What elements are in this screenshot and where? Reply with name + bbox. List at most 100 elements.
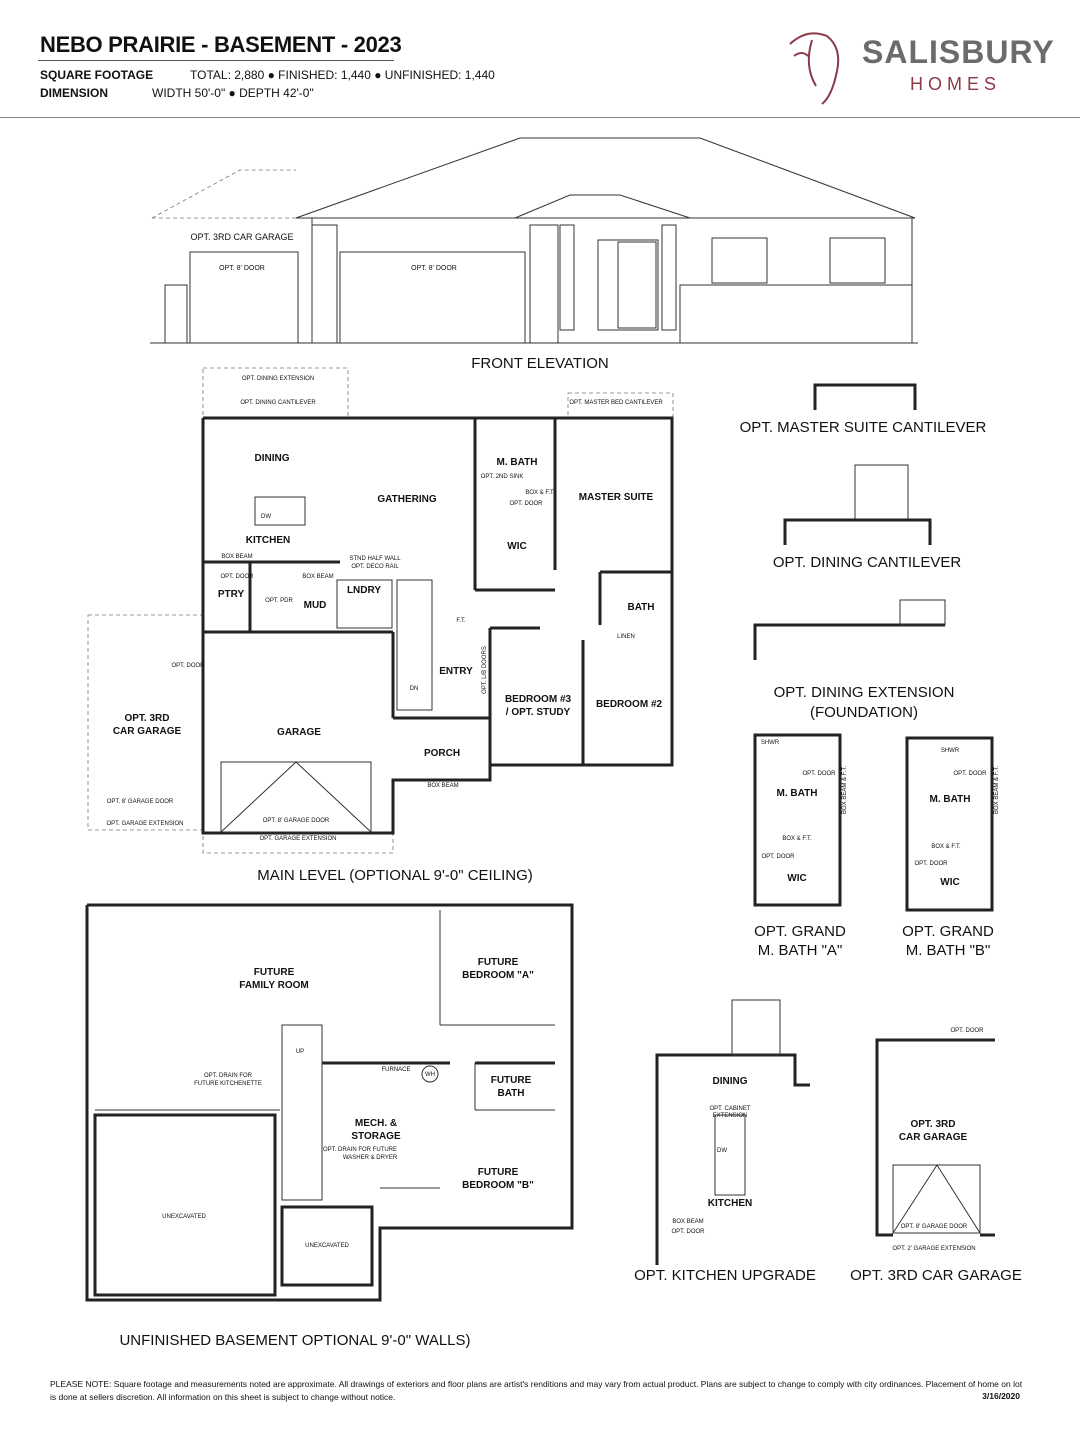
caption-third-car: OPT. 3RD CAR GARAGE — [850, 1267, 1022, 1284]
room-unexcavated: UNEXCAVATED — [305, 1243, 349, 1249]
note-box-beam: BOX BEAM — [221, 554, 252, 560]
room-bath: BATH — [627, 602, 654, 613]
note-dn: DN — [410, 686, 419, 692]
caption-grand-a-sub: M. BATH "A" — [758, 942, 843, 959]
room-mech: MECH. & — [355, 1118, 397, 1129]
note-shwr: SHWR — [761, 740, 780, 746]
note-washer-dryer: WASHER & DRYER — [343, 1155, 398, 1161]
room-bedroom-a: BEDROOM "A" — [462, 970, 534, 981]
note-box-beam: BOX BEAM — [302, 574, 333, 580]
basement-caption: UNFINISHED BASEMENT OPTIONAL 9'-0" WALLS… — [119, 1332, 470, 1349]
room-wic-b: WIC — [940, 877, 959, 888]
room-bath: BATH — [497, 1088, 524, 1099]
elev-third-car-label: OPT. 3RD CAR GARAGE — [190, 232, 293, 242]
salisbury-homes-logo: SALISBURY HOMES — [782, 26, 1062, 106]
logo-name: SALISBURY — [862, 34, 1055, 70]
room-future-bed-a: FUTURE — [478, 957, 519, 968]
note-dw: DW — [261, 514, 271, 520]
note-opt-door: OPT. DOOR — [950, 1028, 984, 1034]
disclaimer: PLEASE NOTE: Square footage and measurem… — [50, 1379, 1023, 1402]
note-opt-door: OPT. DOOR — [802, 771, 836, 777]
note-drain-kitchenette: FUTURE KITCHENETTE — [194, 1081, 262, 1087]
front-elevation: OPT. 3RD CAR GARAGE OPT. 8' DOOR OPT. 8'… — [150, 137, 918, 372]
note-box-beam: BOX BEAM & F.T. — [842, 766, 848, 814]
room-future-bath: FUTURE — [491, 1075, 532, 1086]
note-up: UP — [296, 1049, 304, 1055]
dimension-value: WIDTH 50'-0" ● DEPTH 42'-0" — [152, 86, 314, 100]
elev-door-label: OPT. 8' DOOR — [411, 265, 457, 272]
note-half-wall: STND HALF WALL — [349, 556, 401, 562]
caption-grand-a: OPT. GRAND — [754, 923, 846, 940]
room-family-room: FAMILY ROOM — [239, 980, 308, 991]
note-master-cantilever: OPT. MASTER BED CANTILEVER — [569, 400, 663, 406]
elev-door-label: OPT. 8' DOOR — [219, 265, 265, 272]
room-future-family: FUTURE — [254, 967, 295, 978]
note-opt-door: OPT. DOOR — [761, 854, 795, 860]
note-linen: LINEN — [617, 634, 635, 640]
note-box-beam: BOX BEAM — [427, 783, 458, 789]
note-garage-ext: OPT. GARAGE EXTENSION — [259, 836, 336, 842]
note-opt-door: OPT. DOOR — [171, 663, 205, 669]
room-unexcavated: UNEXCAVATED — [162, 1214, 206, 1220]
note-opt-door: OPT. DOOR — [953, 771, 987, 777]
room-kitchen: KITCHEN — [246, 535, 290, 546]
note-box-ft: BOX & F.T. — [525, 490, 555, 496]
page-title: NEBO PRAIRIE - BASEMENT - 2023 — [40, 32, 402, 57]
square-footage: SQUARE FOOTAGE TOTAL: 2,880 ● FINISHED: 1… — [40, 68, 495, 82]
option-details: OPT. MASTER SUITE CANTILEVER OPT. DINING… — [634, 383, 1022, 1284]
note-opt-door: OPT. DOOR — [220, 574, 254, 580]
square-footage-value: TOTAL: 2,880 ● FINISHED: 1,440 ● UNFINIS… — [190, 68, 495, 82]
room-m-bath-a: M. BATH — [777, 788, 818, 799]
caption-dining-extension-foundation: (FOUNDATION) — [810, 704, 918, 721]
note-ft: F.T. — [456, 618, 466, 624]
basement-plan: FUTURE FAMILY ROOM FUTURE BEDROOM "A" FU… — [85, 903, 574, 1349]
room-dining: DINING — [255, 453, 290, 464]
caption-dining-extension: OPT. DINING EXTENSION — [774, 684, 955, 701]
caption-dining-cantilever: OPT. DINING CANTILEVER — [773, 554, 962, 571]
room-pantry: PTRY — [218, 589, 245, 600]
note-garage-door: OPT. 8' GARAGE DOOR — [901, 1224, 968, 1230]
front-elevation-caption: FRONT ELEVATION — [471, 355, 609, 372]
room-gathering: GATHERING — [377, 494, 436, 505]
header-divider — [0, 117, 1080, 118]
main-level-plan: DINING KITCHEN GATHERING M. BATH MASTER … — [87, 367, 674, 884]
room-master-bath: M. BATH — [497, 457, 538, 468]
note-cabinet-extension: EXTENSION — [713, 1113, 748, 1119]
caption-grand-b-sub: M. BATH "B" — [906, 942, 991, 959]
note-deco-rail: OPT. DECO RAIL — [351, 564, 399, 570]
room-wic: WIC — [507, 541, 526, 552]
room-bedroom-3: BEDROOM #3 — [505, 694, 572, 705]
main-roof — [295, 137, 916, 219]
room-entry: ENTRY — [439, 666, 473, 677]
room-bedroom-b: BEDROOM "B" — [462, 1180, 534, 1191]
note-furnace: FURNACE — [381, 1067, 410, 1073]
note-drain-washer: OPT. DRAIN FOR FUTURE — [323, 1147, 397, 1153]
caption-grand-b: OPT. GRAND — [902, 923, 994, 940]
tc-car-garage: CAR GARAGE — [899, 1132, 968, 1143]
room-garage: GARAGE — [277, 727, 321, 738]
room-future-bed-b: FUTURE — [478, 1167, 519, 1178]
room-mud: MUD — [304, 600, 327, 611]
revision-date: 3/16/2020 — [982, 1391, 1020, 1401]
note-opt-lb-doors: OPT. L/B DOORS — [482, 646, 488, 694]
ku-dining: DINING — [713, 1076, 748, 1087]
note-garage-ext: OPT. GARAGE EXTENSION — [106, 821, 183, 827]
room-bedroom-3-study: / OPT. STUDY — [506, 707, 571, 718]
note-box-ft: BOX & F.T. — [782, 836, 812, 842]
note-opt-door: OPT. DOOR — [509, 501, 543, 507]
note-garage-door: OPT. 8' GARAGE DOOR — [263, 818, 330, 824]
room-porch: PORCH — [424, 748, 460, 759]
main-level-caption: MAIN LEVEL (OPTIONAL 9'-0" CEILING) — [257, 867, 532, 884]
note-garage-door: OPT. 8' GARAGE DOOR — [107, 799, 174, 805]
room-bedroom-2: BEDROOM #2 — [596, 699, 663, 710]
logo-sub: HOMES — [910, 74, 1002, 94]
water-heater-icon — [421, 1065, 439, 1083]
note-opt-door: OPT. DOOR — [914, 861, 948, 867]
ku-kitchen: KITCHEN — [708, 1198, 752, 1209]
room-m-bath-b: M. BATH — [930, 794, 971, 805]
room-wic-a: WIC — [787, 873, 806, 884]
note-dw: DW — [717, 1148, 727, 1154]
square-footage-label: SQUARE FOOTAGE — [40, 68, 154, 82]
